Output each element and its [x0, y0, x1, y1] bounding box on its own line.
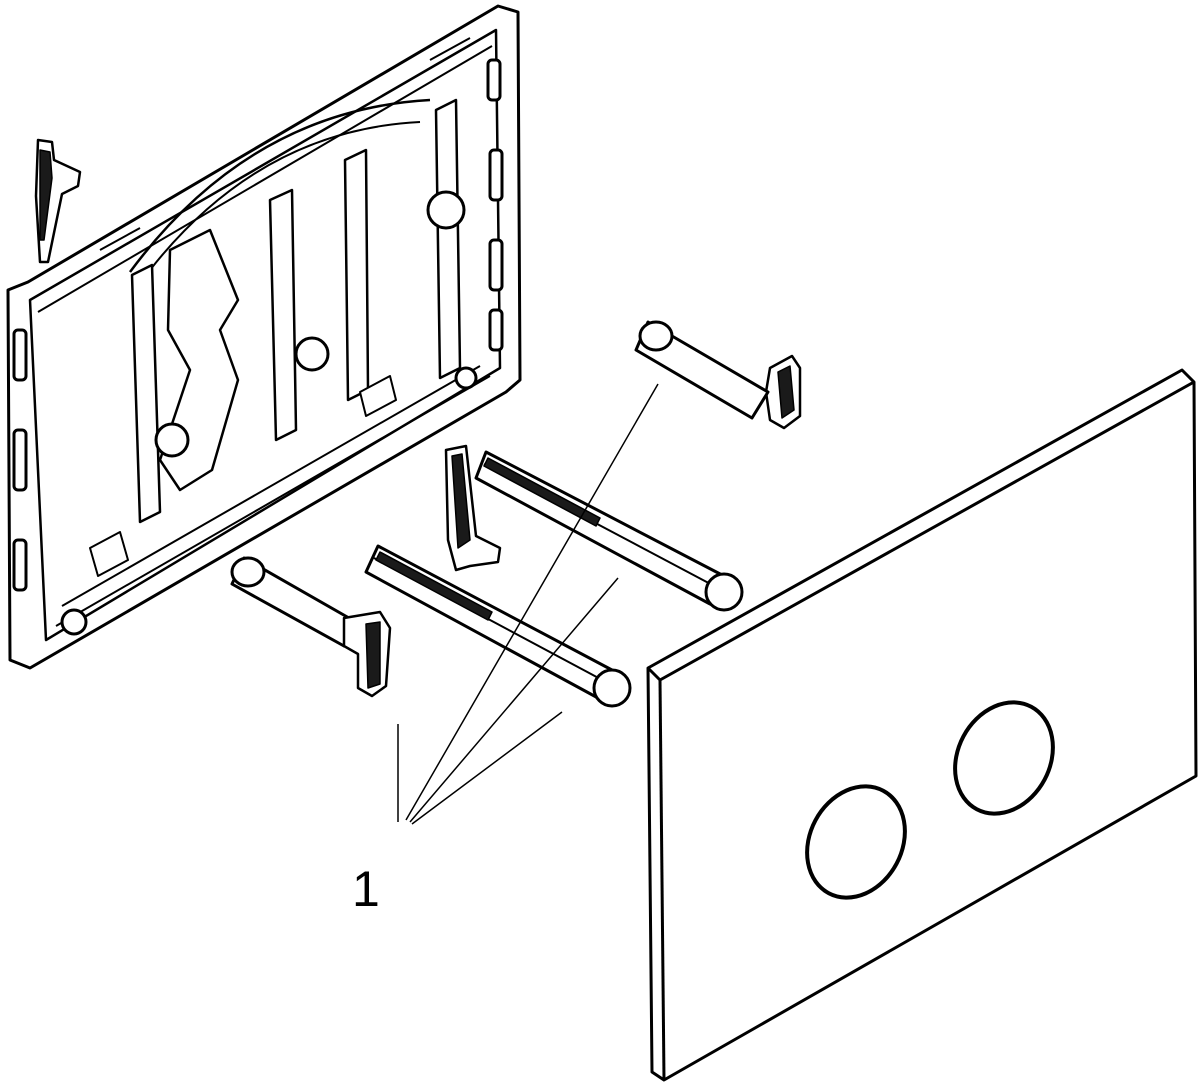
frame-rail-bottom-2 — [61, 365, 481, 607]
clip-lower-left — [342, 610, 392, 698]
frame-slot-l2 — [12, 428, 28, 492]
leader-line-4 — [411, 711, 563, 825]
frame-hole-1 — [154, 422, 190, 458]
cover-plate-back — [646, 368, 1198, 1082]
frame-slot-l1 — [12, 328, 28, 382]
plain-rod-upper-end — [638, 320, 674, 352]
flush-button-small — [805, 784, 907, 900]
plain-rod-upper — [634, 320, 770, 420]
frame-hole-5 — [454, 366, 478, 390]
frame-rail-top — [37, 45, 493, 313]
clip-centre-shade — [451, 453, 471, 549]
leader-line-2 — [405, 383, 659, 821]
frame-strut-4 — [434, 98, 462, 380]
plain-rod-lower-end — [230, 556, 266, 588]
frame-top-notch-1 — [99, 227, 141, 251]
frame-slot-r4 — [488, 308, 504, 352]
frame-strut-2 — [268, 188, 298, 442]
cover-plate-face — [658, 679, 666, 1081]
callout-leaders — [397, 383, 659, 825]
flush-button-large — [953, 700, 1055, 816]
mounting-frame — [6, 4, 522, 670]
frame-arch-inner — [149, 121, 421, 271]
threaded-rod-lower-ribs — [375, 551, 493, 621]
threaded-rod-lower — [364, 544, 632, 708]
clip-right-shade — [777, 365, 795, 419]
clip-centre — [444, 444, 502, 572]
frame-hole-2 — [294, 336, 330, 372]
cover-plate — [646, 368, 1198, 1082]
frame-hole-3 — [426, 190, 466, 230]
clip-right — [764, 354, 802, 430]
leader-line-3 — [409, 577, 619, 823]
clip-top-left — [34, 138, 82, 264]
threaded-rod-upper — [474, 450, 744, 612]
threaded-rod-lower-cap — [592, 668, 632, 708]
threaded-rod-upper-cap — [704, 572, 744, 612]
frame-rail-bottom — [55, 375, 491, 627]
frame-slot-l3 — [12, 538, 28, 592]
frame-slot-r3 — [488, 238, 504, 292]
frame-latch-1 — [89, 531, 129, 577]
clip-top-left-shade — [39, 149, 53, 241]
frame-arch — [128, 98, 431, 273]
frame-slot-r2 — [488, 148, 504, 202]
clip-lower-left-shade — [365, 621, 381, 689]
plain-rod-lower — [230, 556, 358, 648]
frame-slot-r1 — [486, 58, 502, 102]
frame-latch-2 — [359, 375, 397, 417]
frame-strut-1 — [130, 263, 162, 524]
frame-top-notch-2 — [429, 37, 471, 61]
frame-hole-4 — [60, 608, 88, 636]
callout-label-1: 1 — [352, 861, 380, 917]
threaded-rod-upper-ribs — [483, 457, 601, 527]
frame-strut-3 — [343, 148, 370, 402]
